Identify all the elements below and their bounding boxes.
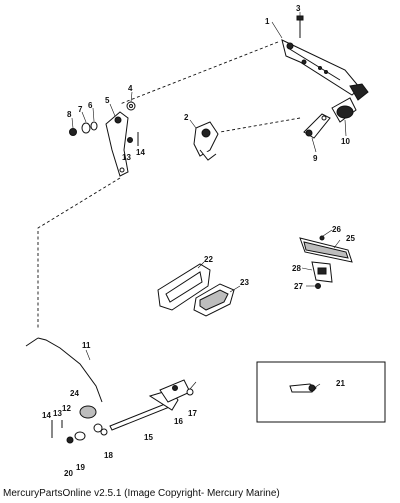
part-13-14-pins-top <box>127 132 139 146</box>
callout-19: 19 <box>76 463 85 472</box>
copyright-footer: MercuryPartsOnline v2.5.1 (Image Copyrig… <box>3 488 280 499</box>
part-2-throttle-lever <box>193 121 219 161</box>
callout-13-bottom: 13 <box>53 409 62 418</box>
callout-6: 6 <box>88 101 93 110</box>
callout-14-bottom: 14 <box>42 411 51 420</box>
callout-15: 15 <box>144 433 153 442</box>
callout-10: 10 <box>341 137 350 146</box>
callout-4: 4 <box>128 84 133 93</box>
part-6-7-8-hardware <box>69 121 98 136</box>
part-4-washer <box>126 101 136 111</box>
callout-12: 12 <box>62 404 71 413</box>
routing-dashed-lines <box>37 41 301 330</box>
part-18-19-20-24-hardware <box>51 405 108 444</box>
part-9-link-arm <box>303 113 331 139</box>
callout-18: 18 <box>104 451 113 460</box>
callout-9: 9 <box>313 154 318 163</box>
callout-26: 26 <box>332 225 341 234</box>
part-11-control-rod <box>25 337 103 403</box>
callout-28: 28 <box>292 264 301 273</box>
part-1-lever-bracket <box>281 39 369 101</box>
part-3-screw <box>296 15 304 38</box>
part-5-lever-arm <box>105 111 129 177</box>
callout-labels: 1 3 2 4 5 6 7 8 13 14 9 10 26 25 28 27 2… <box>42 4 355 478</box>
callout-8: 8 <box>67 110 72 119</box>
callout-2: 2 <box>184 113 189 122</box>
callout-14-top: 14 <box>136 148 145 157</box>
part-22-cover <box>157 263 211 311</box>
callout-5: 5 <box>105 96 110 105</box>
callout-21: 21 <box>336 379 345 388</box>
part-23-grommet <box>193 283 235 317</box>
leader-lines <box>71 12 347 390</box>
callout-23: 23 <box>240 278 249 287</box>
callout-25: 25 <box>346 234 355 243</box>
callout-27: 27 <box>294 282 303 291</box>
callout-17: 17 <box>188 409 197 418</box>
callout-13-top: 13 <box>122 153 131 162</box>
callout-16: 16 <box>174 417 183 426</box>
callout-1: 1 <box>265 17 270 26</box>
inset-box <box>256 361 386 423</box>
part-10-cam <box>331 97 357 123</box>
part-25-26-28-bracket <box>299 235 353 289</box>
callout-7: 7 <box>78 105 83 114</box>
callout-22: 22 <box>204 255 213 264</box>
callout-11: 11 <box>82 341 91 350</box>
callout-3: 3 <box>296 4 301 13</box>
callout-24: 24 <box>70 389 79 398</box>
callout-20: 20 <box>64 469 73 478</box>
part-16-17-lever <box>159 379 194 403</box>
